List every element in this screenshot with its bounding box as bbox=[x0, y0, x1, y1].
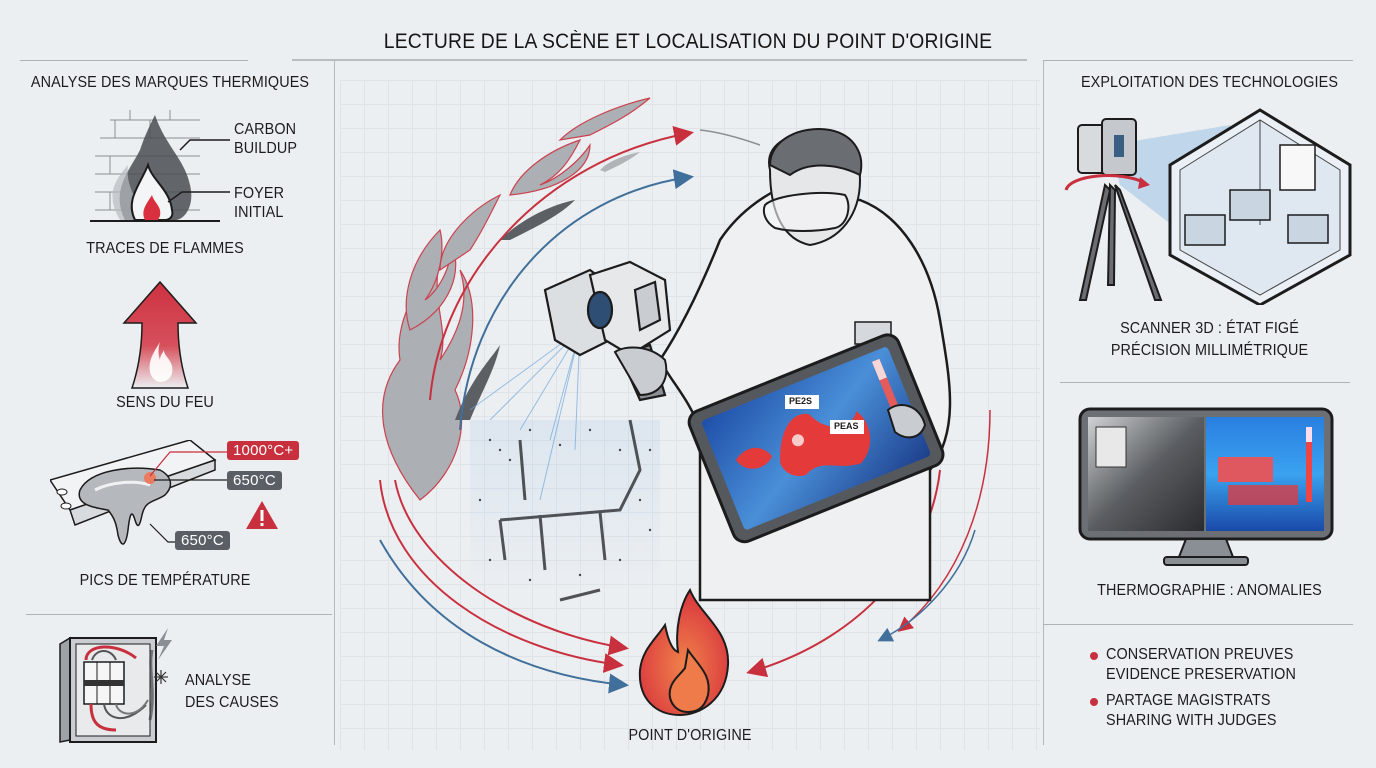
right-panel-divider bbox=[1043, 60, 1044, 745]
bullet-dot-icon bbox=[1090, 652, 1098, 660]
lightning-icon bbox=[154, 628, 172, 684]
bullet-list: CONSERVATION PREUVES EVIDENCE PRESERVATI… bbox=[1090, 645, 1317, 731]
tablet-label-pe2s: PE2S bbox=[789, 396, 813, 406]
3d-scanner-icon bbox=[1064, 108, 1352, 305]
thermography-monitor-icon bbox=[1078, 407, 1334, 566]
caption-scanner-3d: SCANNER 3D : ÉTAT FIGÉ PRÉCISION MILLIMÉ… bbox=[1110, 320, 1309, 359]
left-panel-top-border bbox=[20, 60, 248, 61]
left-panel-divider bbox=[334, 60, 335, 745]
tablet-label-peas: PEAS bbox=[834, 421, 859, 431]
melted-metal-icon bbox=[50, 440, 230, 545]
right-section-divider-2 bbox=[1043, 624, 1353, 625]
left-section-divider bbox=[26, 614, 332, 615]
caption-point-d-origine: POINT D'ORIGINE bbox=[628, 727, 752, 744]
caption-analyse-des-causes: ANALYSE DES CAUSES bbox=[185, 672, 279, 711]
caption-thermographie: THERMOGRAPHIE : ANOMALIES bbox=[1097, 582, 1322, 599]
fire-direction-arrow-icon bbox=[122, 280, 198, 389]
scene-illustration bbox=[379, 97, 991, 717]
caption-pics-de-temperature: PICS DE TEMPÉRATURE bbox=[79, 572, 251, 589]
callout-foyer-initial: FOYER INITIAL bbox=[234, 185, 285, 221]
caption-traces-de-flammes: TRACES DE FLAMMES bbox=[86, 240, 244, 257]
temp-tag-1000: 1000°C+ bbox=[227, 441, 300, 460]
warning-icon bbox=[246, 501, 278, 529]
flame-traces-icon bbox=[90, 110, 230, 222]
right-panel-heading: EXPLOITATION DES TECHNOLOGIES bbox=[1080, 74, 1339, 91]
page-title: LECTURE DE LA SCÈNE ET LOCALISATION DU P… bbox=[383, 30, 993, 53]
bullet-line-fr: CONSERVATION PREUVES bbox=[1106, 646, 1294, 663]
right-section-divider-1 bbox=[1060, 382, 1350, 383]
right-panel-top-border bbox=[1043, 60, 1353, 61]
temp-tag-650-surface: 650°C bbox=[227, 471, 282, 490]
bullet-line-en: SHARING WITH JUDGES bbox=[1106, 712, 1277, 729]
caption-sens-du-feu: SENS DU FEU bbox=[116, 394, 214, 411]
bullet-item-evidence: CONSERVATION PREUVES EVIDENCE PRESERVATI… bbox=[1090, 645, 1317, 685]
bullet-line-en: EVIDENCE PRESERVATION bbox=[1106, 666, 1296, 683]
callout-carbon-buildup: CARBON BUILDUP bbox=[234, 121, 298, 157]
bullet-dot-icon bbox=[1090, 698, 1098, 706]
bullet-line-fr: PARTAGE MAGISTRATS bbox=[1106, 692, 1271, 709]
temp-tag-650-drip: 650°C bbox=[175, 531, 230, 550]
electrical-panel-icon bbox=[59, 636, 157, 743]
title-divider bbox=[292, 59, 1027, 61]
left-panel-heading: ANALYSE DES MARQUES THERMIQUES bbox=[30, 74, 310, 91]
bullet-item-sharing: PARTAGE MAGISTRATS SHARING WITH JUDGES bbox=[1090, 691, 1317, 731]
